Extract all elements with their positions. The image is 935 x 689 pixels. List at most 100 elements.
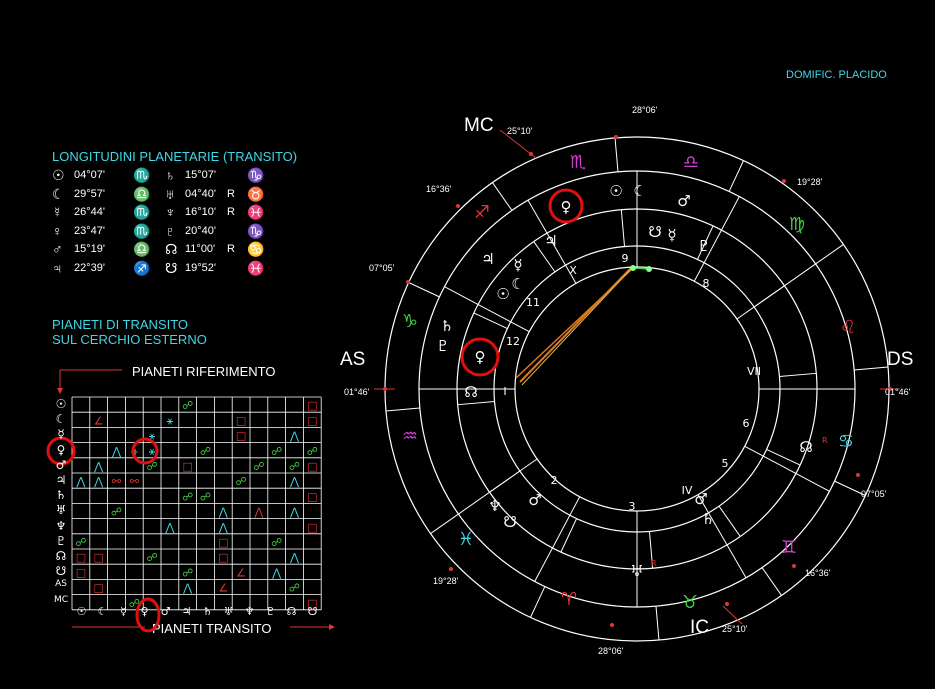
sign-symbol: ♏ (133, 167, 151, 183)
aspect-mark: ☍ (129, 597, 140, 610)
aspect-mark: ☍ (200, 490, 211, 503)
aspect-mark: □ (307, 414, 317, 427)
sign-symbol: ♑ (247, 222, 265, 239)
planet-symbol: ☿ (52, 204, 63, 220)
natal-node-2-glyph: ☊ (464, 383, 477, 401)
retro-node-marker: R (822, 436, 828, 445)
sign-symbol: ♓ (247, 259, 265, 276)
grid-row-label: AS (55, 579, 67, 590)
grid-row-label: ♅ (55, 503, 67, 518)
aspect-mark: ☍ (147, 551, 158, 564)
aspect-mark: ⚹ (167, 414, 174, 427)
grid-row-label: ☊ (55, 549, 67, 563)
sign-symbol: ♎ (133, 241, 151, 257)
sign-gemini-glyph: ♊ (781, 537, 797, 558)
house-5-label: 5 (722, 457, 729, 470)
ds-label: DS (887, 349, 914, 370)
aspect-mark: ☍ (236, 475, 247, 488)
right-lower-degree: 07°05' (861, 489, 887, 499)
grid-col-label: ☋ (307, 605, 318, 618)
grid-row-label: ☿ (57, 427, 65, 442)
aspect-mark: □ (307, 597, 317, 610)
aspect-mark: ☍ (111, 506, 122, 519)
planet-degree: 22°39' (74, 261, 105, 274)
aspect-mark: □ (236, 414, 246, 427)
sign-symbol: ♐ (133, 259, 151, 276)
grid-col-label: ♀ (140, 605, 149, 618)
aspect-mark: ☍ (182, 566, 193, 579)
aspect-mark: ⋀ (218, 521, 229, 534)
transit-neptune-glyph: ♆ (488, 497, 501, 515)
grid-row-label: MC (53, 594, 69, 605)
sign-capricorn-glyph: ♑ (402, 311, 418, 332)
aspect-mark: □ (307, 460, 317, 473)
aspect-mark: ☍ (147, 460, 158, 473)
ds-degree: 01°46' (885, 387, 911, 397)
aspect-mark: □ (218, 551, 228, 564)
natal-sun-glyph: ☉ (496, 285, 509, 303)
aspect-mark: ⚯ (112, 475, 122, 488)
grid-row-label: ♂ (55, 457, 67, 472)
aspect-line-2 (515, 267, 634, 379)
grid-col-label: ♂ (160, 605, 171, 618)
aspect-mark: □ (93, 582, 103, 595)
aspect-mark: □ (236, 430, 246, 443)
aspect-mark: ☍ (200, 445, 211, 458)
wheel-planets: ♀ ☉ ☾ ♂ ♃ ☋ ☿ ♇ ♃ ☿ ☾ ☉ ♄ ♇ ♀ ☊ ♆ ☋ ♂ ♂ … (436, 182, 812, 580)
sign-virgo-glyph: ♍ (789, 214, 805, 235)
aspect-grid-lines (71, 396, 322, 611)
sign-symbol: ♑ (247, 167, 265, 183)
planet-symbol: ♂ (52, 241, 63, 257)
sign-leo-glyph: ♌ (840, 317, 856, 338)
outer-circle-label-2: SUL CERCHIO ESTERNO (52, 332, 207, 347)
aspect-mark: ☍ (289, 582, 300, 595)
aspect-mark: ∠ (218, 582, 228, 595)
grid-col-label: ☾ (97, 605, 108, 618)
aspect-mark: ⚯ (130, 475, 140, 488)
natal-moon-glyph: ☾ (511, 275, 524, 293)
transit-jupiter-glyph: ♃ (544, 232, 557, 250)
aspect-mark: ⋀ (75, 475, 86, 488)
planet-degree: 16°10' (185, 206, 216, 218)
grid-row-label: ♄ (55, 488, 67, 503)
planet-symbol: ☋ (165, 259, 178, 276)
sign-scorpio-glyph: ♏ (570, 152, 586, 173)
planet-degree: 19°52' (185, 261, 216, 274)
transit-planets-label: PIANETI TRANSITO (152, 621, 272, 636)
domification-label: DOMIFIC. PLACIDO (786, 69, 887, 81)
aspect-grid-marks: ☍□∠⚹□□⚹□⋀⋀⚹⚹☍☍☍⋀☍□☍☍□⋀⋀⚯⚯☍⋀☍☍□☍⋀⋀⋀⋀⋀□☍□☍… (75, 399, 318, 610)
sign-aquarius-glyph: ♒ (402, 426, 418, 447)
lower-right-degree: 16°36' (805, 568, 831, 578)
mc-degree: 25°10' (507, 126, 533, 136)
aspect-mark: ∠ (236, 566, 246, 579)
grid-row-label: ♀ (56, 442, 66, 457)
house-3-label: 3 (629, 500, 636, 513)
planet-symbol: ☾ (52, 185, 65, 202)
aspect-mark: ☍ (75, 536, 86, 549)
house-10-label: X (569, 264, 577, 277)
sign-symbol: ♏ (133, 204, 151, 220)
grid-col-label: ♆ (244, 605, 255, 618)
sign-symbol: ♓ (247, 204, 265, 220)
planet-degree: 04°40' (185, 187, 216, 200)
sign-symbol: ♎ (133, 185, 151, 202)
natal-mars-2-glyph: ♂ (694, 490, 707, 508)
natal-mercury-2-glyph: ☿ (513, 256, 522, 274)
sign-taurus-glyph: ♉ (682, 592, 698, 613)
house-9-label: 9 (622, 252, 629, 265)
sign-pisces-glyph: ♓ (458, 529, 474, 550)
retro-uranus-marker: R (651, 559, 657, 568)
aspect-mark: ☍ (271, 445, 282, 458)
aspect-mark: ⚹ (149, 430, 156, 443)
natal-node-glyph: ☋ (648, 223, 661, 241)
aspect-mark: ☍ (253, 460, 264, 473)
grid-row-label: ♆ (55, 518, 67, 533)
planet-degree: 29°57' (74, 187, 105, 200)
house-1-label: I (503, 385, 506, 398)
aspect-mark: ⋀ (93, 460, 104, 473)
bottom-degree: 28°06' (598, 646, 624, 656)
house-11-label: 11 (526, 296, 540, 309)
reference-planets-label: PIANETI RIFERIMENTO (132, 364, 276, 379)
zodiac-signs: ♏ ♎ ♐ ♍ ♑ ♌ ♒ ♋ ♓ ♊ ♈ ♉ (402, 152, 856, 613)
